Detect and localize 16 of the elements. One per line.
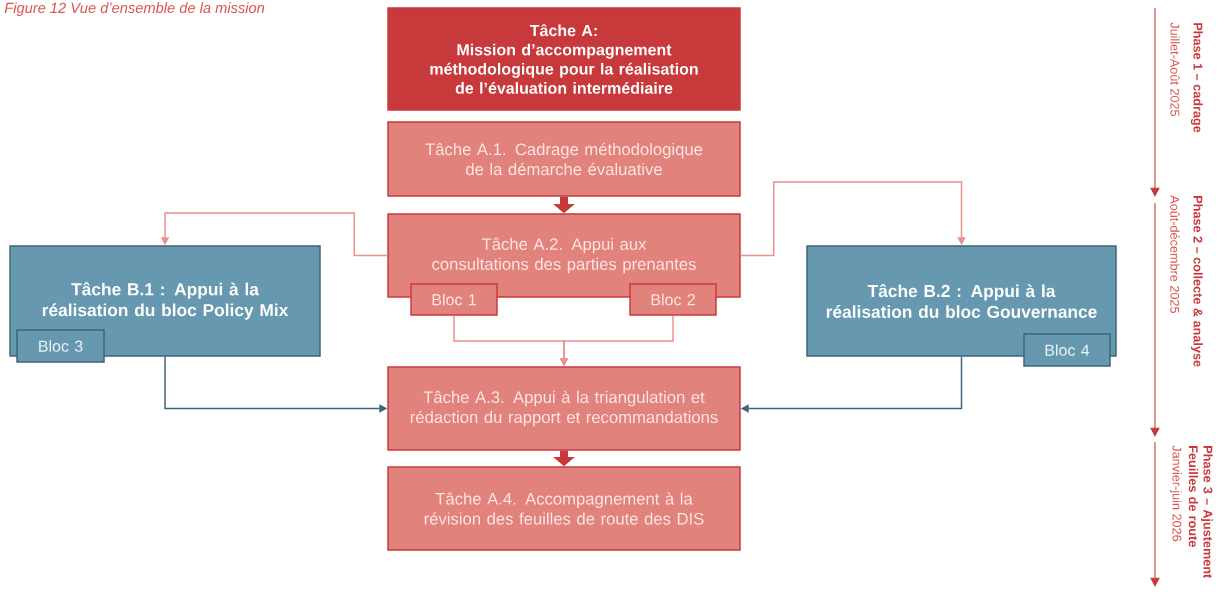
phase-title: Phase 3 – Ajustement Feuilles de route [1188,446,1213,579]
phase-dates: Juillet-Août 2025 [1170,22,1180,117]
block-tag: Bloc 3 [16,329,105,363]
phase-title: Phase 2 – collecte & analyse [1190,196,1203,367]
phase-title: Phase 1 – cadrage [1190,23,1203,133]
task-box: Tâche A.4. Accompagnement à la révision des feuilles de route des DIS [387,466,741,551]
phase-dates: Janvier-juin 2026 [1169,445,1182,542]
block-tag: Bloc 1 [410,283,498,316]
task-box: Tâche A: Mission d’accompagnement méthodologique pour la réalisation de l’évaluation intermédiaire [387,7,741,111]
phase-dates: Août-décembre 2025 [1170,195,1180,313]
figure-title: Figure 12 Vue d’ensemble de la mission [4,2,265,16]
task-box: Tâche A.1. Cadrage méthodologique de la démarche évaluative [387,121,741,197]
task-box: Tâche A.3. Appui à la triangulation et rédaction du rapport et recommandations [387,366,741,451]
arrow [740,181,966,257]
block-tag: Bloc 4 [1023,333,1111,367]
block-tag: Bloc 2 [629,283,717,316]
